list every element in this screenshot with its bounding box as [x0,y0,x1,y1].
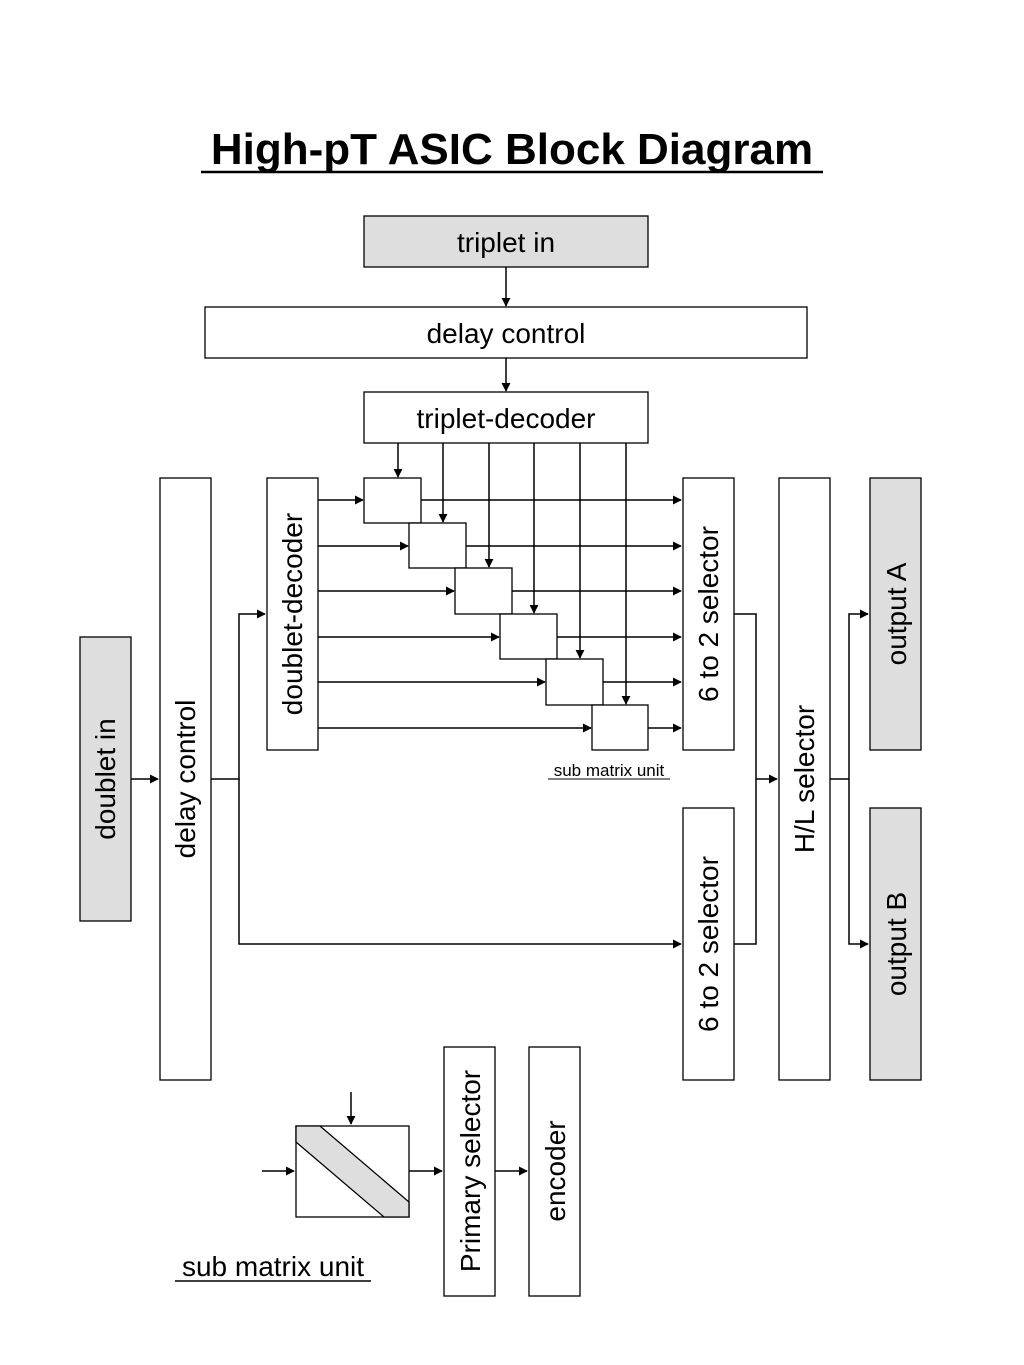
delay-control-left-label: delay control [170,700,201,859]
triplet-in-block: triplet in [363,215,649,268]
arrow-delay-to-lower-selector [238,779,682,949]
legend-diagonal-band [295,1125,410,1218]
output-a-label: output A [881,562,912,665]
delay-control-top-label: delay control [427,318,586,349]
selectors-merge-line [734,613,757,945]
encoder-block: encoder [528,1046,581,1297]
sub-matrix-legend-caption: sub matrix unit [182,1251,364,1282]
sub-matrix-cell [408,522,467,569]
sub-matrix-grid [363,477,649,751]
selector-upper-label: 6 to 2 selector [693,526,724,702]
sub-matrix-cell [454,567,513,615]
doublet-in-block: doublet in [79,636,132,922]
delay-control-top-block: delay control [204,306,808,359]
hl-selector-label: H/L selector [789,705,820,853]
delay-control-left-block: delay control [159,477,212,1081]
diagram-title: High-pT ASIC Block Diagram [211,125,813,174]
primary-selector-block: Primary selector [443,1046,496,1297]
arrow-to-output-b [848,779,869,949]
encoder-label: encoder [540,1120,571,1221]
output-b-block: output B [869,807,922,1081]
triplet-decoder-block: triplet-decoder [363,391,649,444]
primary-selector-label: Primary selector [455,1070,486,1272]
arrow-to-output-a [848,609,869,779]
doublet-in-label: doublet in [90,718,121,839]
output-a-block: output A [869,477,922,751]
sub-matrix-legend [262,1092,443,1218]
cell-outputs-to-selector [421,495,682,733]
hl-selector-block: H/L selector [778,477,831,1081]
doublet-decoder-label: doublet-decoder [277,513,308,715]
selector-upper-block: 6 to 2 selector [682,477,735,751]
sub-matrix-cell [545,658,604,706]
sub-matrix-unit-label: sub matrix unit [554,761,665,780]
doublet-decoder-block: doublet-decoder [266,477,319,751]
triplet-in-label: triplet in [457,227,555,258]
selector-lower-block: 6 to 2 selector [682,807,735,1081]
sub-matrix-cell [363,477,422,524]
sub-matrix-cell [591,704,649,751]
output-b-label: output B [881,892,912,996]
doublet-decoder-outputs [318,495,592,733]
triplet-decoder-outputs [393,443,631,705]
selector-lower-label: 6 to 2 selector [693,856,724,1032]
triplet-decoder-label: triplet-decoder [417,403,596,434]
sub-matrix-cell [499,613,558,660]
arrow-delay-to-doublet-decoder [211,609,266,780]
